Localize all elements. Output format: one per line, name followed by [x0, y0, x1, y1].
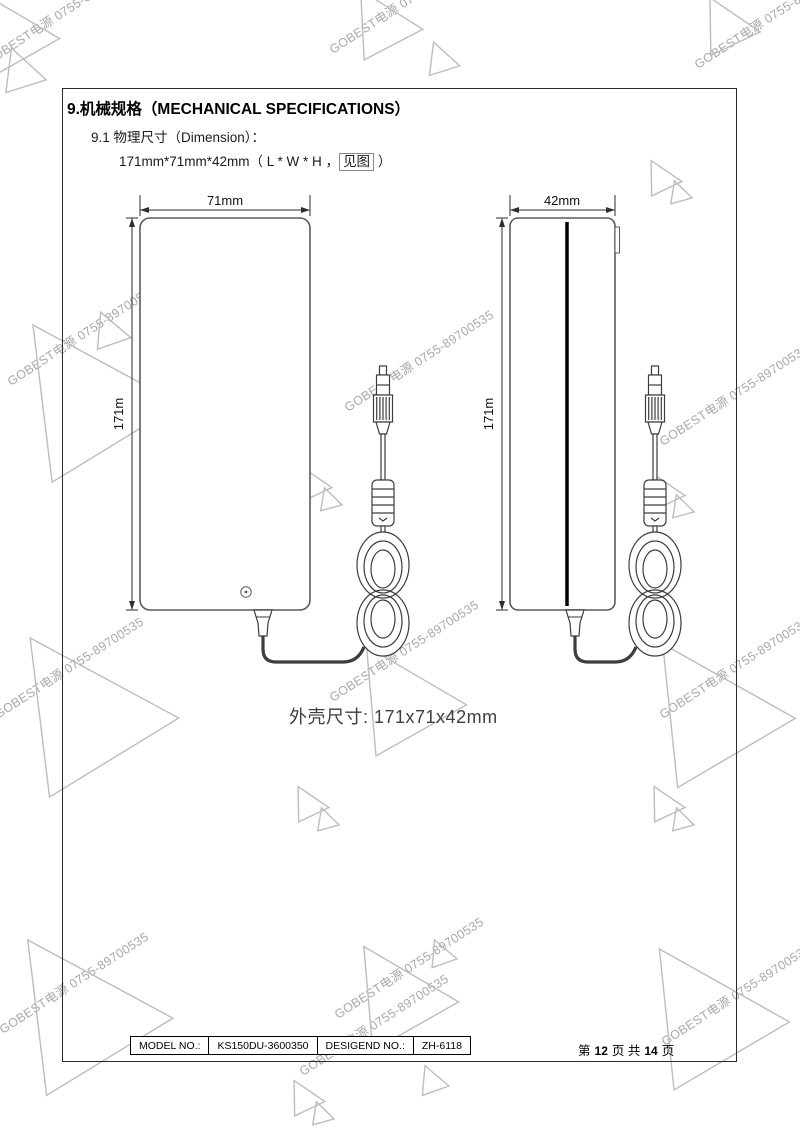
- page-title: 9.机械规格（MECHANICAL SPECIFICATIONS）: [67, 101, 411, 118]
- current-page-number: 12: [594, 1044, 608, 1058]
- triangle-watermark-icon: [0, 0, 68, 86]
- watermark-text: GOBEST电源 0755-89700535: [692, 0, 800, 72]
- total-page-number: 14: [644, 1044, 658, 1058]
- table-row: MODEL NO.: KS150DU-3600350 DESIGEND NO.:…: [129, 1036, 471, 1055]
- page-border: [62, 88, 737, 1062]
- dimension-text-prefix: 171mm*71mm*42mm（ L * W * H ，: [119, 154, 340, 169]
- mechanical-drawing: 71mm 171m 42mm: [111, 193, 682, 664]
- page-number-middle: 页 共: [611, 1044, 641, 1058]
- section-subtitle: 9.1 物理尺寸（Dimension）：: [91, 130, 266, 145]
- triangle-watermark-icon: [413, 1063, 454, 1104]
- output-cable-front: [261, 636, 366, 664]
- model-no-value: KS150DU-3600350: [208, 1036, 318, 1055]
- model-no-label: MODEL NO.:: [129, 1036, 210, 1055]
- triangle-watermark-icon: [0, 45, 55, 107]
- watermark-text: GOBEST电源 0755-89700535: [0, 0, 136, 69]
- triangle-watermark-icon: [306, 1100, 339, 1133]
- side-width-dimension-label: 42mm: [544, 193, 580, 208]
- strain-relief-front: [253, 609, 273, 637]
- triangle-watermark-icon: [420, 40, 467, 87]
- front-width-dimension-label: 71mm: [207, 193, 243, 208]
- adapter-side-body: [509, 217, 616, 611]
- watermark-text: GOBEST电源 0755-89700535: [327, 0, 482, 57]
- triangle-watermark-icon: [343, 0, 432, 74]
- design-no-value: ZH-6118: [412, 1036, 471, 1055]
- strain-relief-side: [565, 609, 585, 637]
- output-cable-side: [573, 636, 638, 664]
- adapter-front-body: [139, 217, 311, 611]
- dimensions-caption: 外壳尺寸: 171x71x42mm: [289, 707, 498, 727]
- front-height-dimension-label: 171m: [111, 398, 126, 431]
- dimension-text: 171mm*71mm*42mm（ L * W * H ，见图 ）: [119, 150, 392, 171]
- title-block-table: MODEL NO.: KS150DU-3600350 DESIGEND NO.:…: [129, 1036, 471, 1055]
- page-number-prefix: 第: [578, 1044, 591, 1058]
- see-figure-box: 见图: [339, 153, 375, 171]
- page-number-suffix: 页: [661, 1044, 675, 1058]
- side-notch: [614, 226, 620, 254]
- cable-plug-assembly-front: [356, 365, 410, 657]
- design-no-label: DESIGEND NO.:: [316, 1036, 414, 1055]
- side-view: 42mm 171m: [481, 193, 682, 664]
- cable-plug-assembly-side: [628, 365, 682, 657]
- triangle-watermark-icon: [693, 0, 768, 69]
- screw-hole-center: [244, 590, 248, 594]
- dimension-text-suffix: ）: [374, 154, 392, 169]
- front-view: 71mm 171m: [111, 193, 410, 664]
- side-height-dimension-label: 171m: [481, 398, 496, 431]
- triangle-watermark-icon: [284, 1078, 330, 1124]
